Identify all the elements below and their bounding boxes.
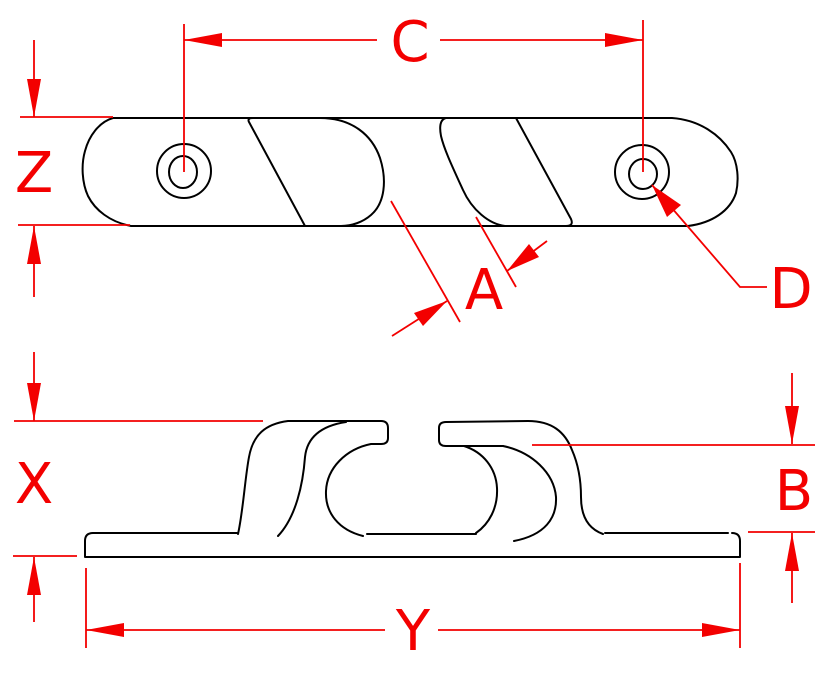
dim-z-arrow-top bbox=[27, 79, 41, 117]
left-horn-outline bbox=[237, 420, 389, 537]
left-hole-inner bbox=[168, 155, 198, 189]
dim-y-label: Y bbox=[395, 599, 431, 664]
part-top-outline bbox=[81, 117, 739, 227]
dimension-c: C bbox=[183, 10, 644, 172]
dimension-a: A bbox=[390, 200, 548, 337]
dim-d-label: D bbox=[769, 257, 812, 322]
dim-c-arrow-left bbox=[184, 33, 222, 47]
slot-opening-right bbox=[439, 117, 573, 227]
top-view: C Z A bbox=[15, 10, 813, 337]
dimension-z: Z bbox=[15, 40, 130, 297]
dim-a-arrow-2 bbox=[507, 244, 539, 271]
right-hole-outer bbox=[614, 144, 670, 200]
dim-a-label: A bbox=[465, 258, 503, 323]
right-horn-outline bbox=[438, 420, 604, 535]
dim-b-arrow-top bbox=[785, 406, 799, 444]
dim-c-arrow-right bbox=[605, 33, 643, 47]
dim-a-ext-1 bbox=[390, 200, 461, 323]
dim-b-arrow-bottom bbox=[785, 533, 799, 571]
dim-d-arrow bbox=[652, 185, 681, 217]
dim-y-arrow-left bbox=[86, 623, 124, 637]
dim-c-label: C bbox=[390, 10, 429, 75]
dimension-b: B bbox=[532, 373, 815, 603]
right-horn-outer-curve bbox=[502, 445, 558, 542]
dim-d-leader bbox=[651, 184, 767, 288]
dimension-x: X bbox=[13, 352, 263, 622]
dim-a-ext-2 bbox=[475, 216, 517, 288]
dim-b-label: B bbox=[775, 459, 813, 524]
dim-x-label: X bbox=[15, 452, 53, 517]
dim-x-arrow-top bbox=[27, 383, 41, 421]
slot-opening-left bbox=[247, 117, 385, 227]
dim-z-arrow-bottom bbox=[27, 226, 41, 264]
base-outline bbox=[84, 532, 741, 558]
dim-z-label: Z bbox=[15, 141, 53, 206]
right-horn-inner-curve bbox=[463, 445, 499, 534]
dimension-d: D bbox=[651, 184, 813, 322]
dim-x-arrow-bottom bbox=[27, 557, 41, 595]
dim-y-arrow-right bbox=[702, 623, 740, 637]
dimension-y: Y bbox=[85, 563, 741, 664]
dim-a-arrow-1 bbox=[414, 301, 447, 326]
left-horn-inner-line bbox=[277, 421, 347, 537]
side-view: X B Y bbox=[13, 352, 815, 664]
